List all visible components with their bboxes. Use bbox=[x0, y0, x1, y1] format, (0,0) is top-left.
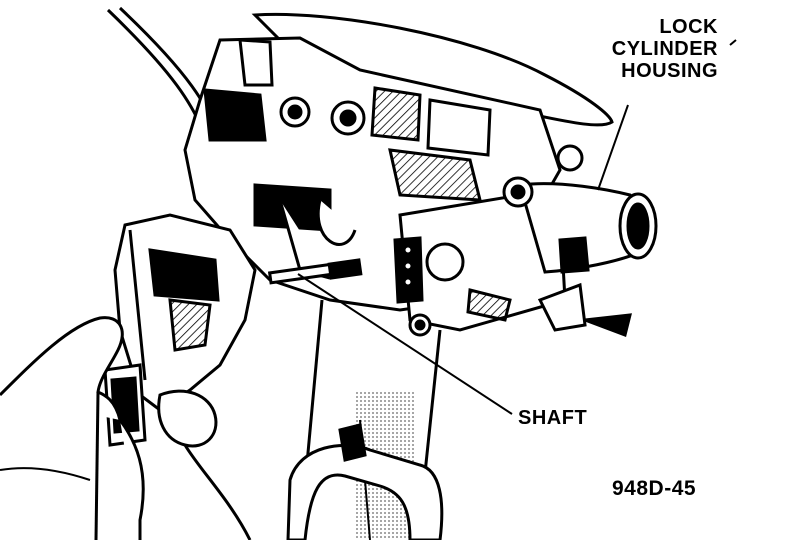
lock-cylinder-housing-label: LOCK CYLINDER HOUSING bbox=[598, 16, 718, 82]
hand bbox=[0, 316, 252, 540]
column-bracket bbox=[286, 423, 444, 540]
leader-lines bbox=[297, 39, 737, 415]
lock-label-line-2: CYLINDER bbox=[611, 38, 718, 60]
tick-mark bbox=[729, 39, 737, 46]
figure-code: 948D-45 bbox=[612, 477, 697, 500]
shaft-label: SHAFT bbox=[518, 407, 588, 429]
lock-label-line-1: LOCK bbox=[659, 16, 718, 38]
lock-cylinder-leader bbox=[597, 104, 629, 191]
shaft-rod bbox=[267, 258, 363, 285]
shaft-leader bbox=[297, 273, 513, 415]
ignition-switch bbox=[103, 213, 257, 447]
lock-label-line-3: HOUSING bbox=[621, 60, 718, 82]
lock-cylinder-housing bbox=[393, 176, 658, 337]
